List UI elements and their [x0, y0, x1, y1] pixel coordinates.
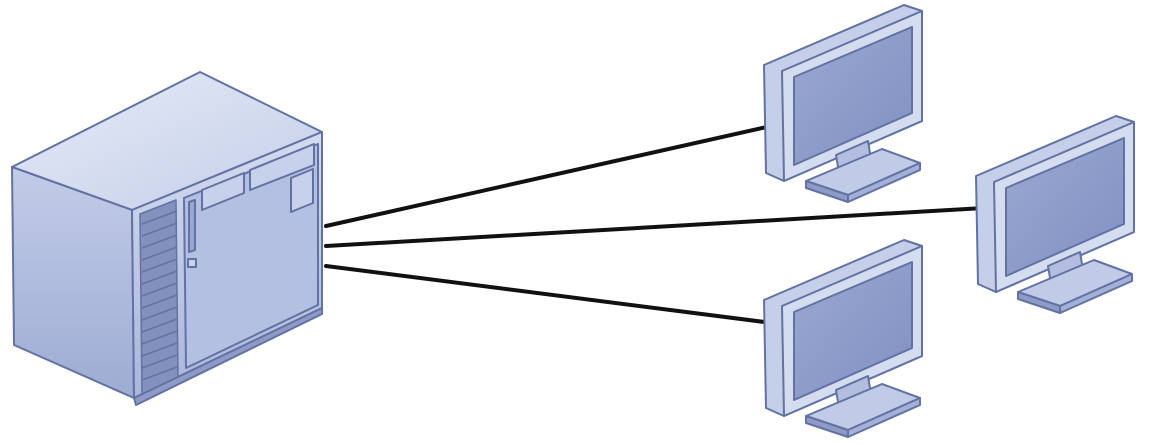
cable-to-monitor-top: [326, 124, 780, 226]
monitor-right-icon: [976, 116, 1134, 313]
cable-to-monitor-bottom: [326, 266, 780, 324]
server-tower-icon: [12, 72, 322, 405]
server-vents: [140, 200, 178, 395]
server-power-button: [188, 259, 196, 267]
monitor-bottom-icon: [764, 240, 922, 437]
cable-to-monitor-right: [326, 208, 984, 246]
server-slot: [189, 200, 195, 252]
monitor-top-icon: [764, 5, 922, 202]
